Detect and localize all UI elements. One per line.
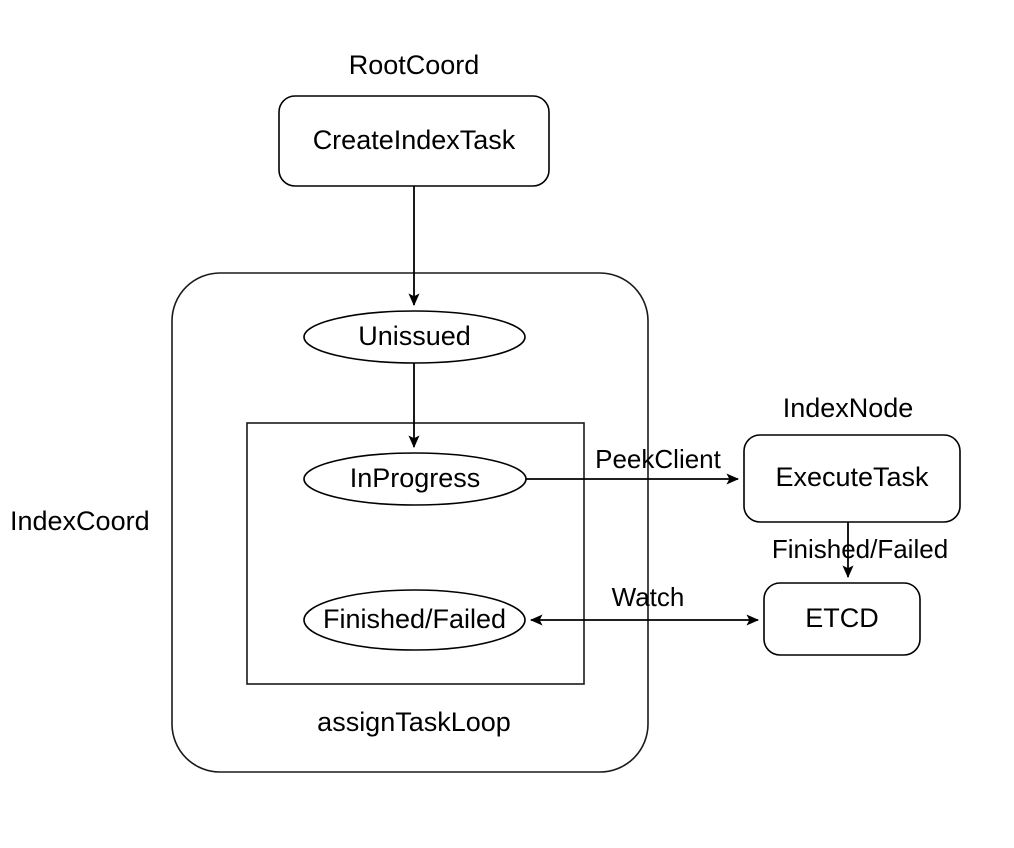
node-shape-create-index-task	[278, 95, 550, 187]
node-label-create-index-task: CreateIndexTask	[313, 125, 516, 155]
node-shape-in-progress	[303, 452, 527, 506]
group-container-indexcoord	[171, 272, 649, 773]
group-container-assigntaskloop	[246, 422, 585, 685]
node-label-unissued: Unissued	[358, 321, 471, 351]
node-unissued[interactable]: Unissued	[303, 310, 526, 364]
node-execute-task[interactable]: ExecuteTask	[743, 434, 961, 523]
group-label-assigntaskloop: assignTaskLoop	[317, 707, 511, 737]
node-label-execute-task: ExecuteTask	[775, 462, 929, 492]
node-shape-unissued	[303, 310, 526, 364]
edge-label-watch: Watch	[612, 582, 685, 612]
group-label-rootcoord: RootCoord	[349, 50, 480, 80]
node-in-progress[interactable]: InProgress	[303, 452, 527, 506]
node-shape-finished-failed	[303, 589, 526, 651]
node-shape-execute-task	[743, 434, 961, 523]
node-label-finished-failed: Finished/Failed	[323, 604, 506, 634]
edge-label-peekclient: PeekClient	[595, 444, 722, 474]
node-finished-failed[interactable]: Finished/Failed	[303, 589, 526, 651]
node-etcd[interactable]: ETCD	[763, 582, 921, 656]
edge-label-finished-failed: Finished/Failed	[772, 534, 948, 564]
node-label-etcd: ETCD	[805, 603, 879, 633]
group-label-indexcoord: IndexCoord	[10, 506, 150, 536]
node-shape-etcd	[763, 582, 921, 656]
node-label-in-progress: InProgress	[350, 463, 481, 493]
group-label-indexnode: IndexNode	[783, 393, 914, 423]
node-create-index-task[interactable]: CreateIndexTask	[278, 95, 550, 187]
